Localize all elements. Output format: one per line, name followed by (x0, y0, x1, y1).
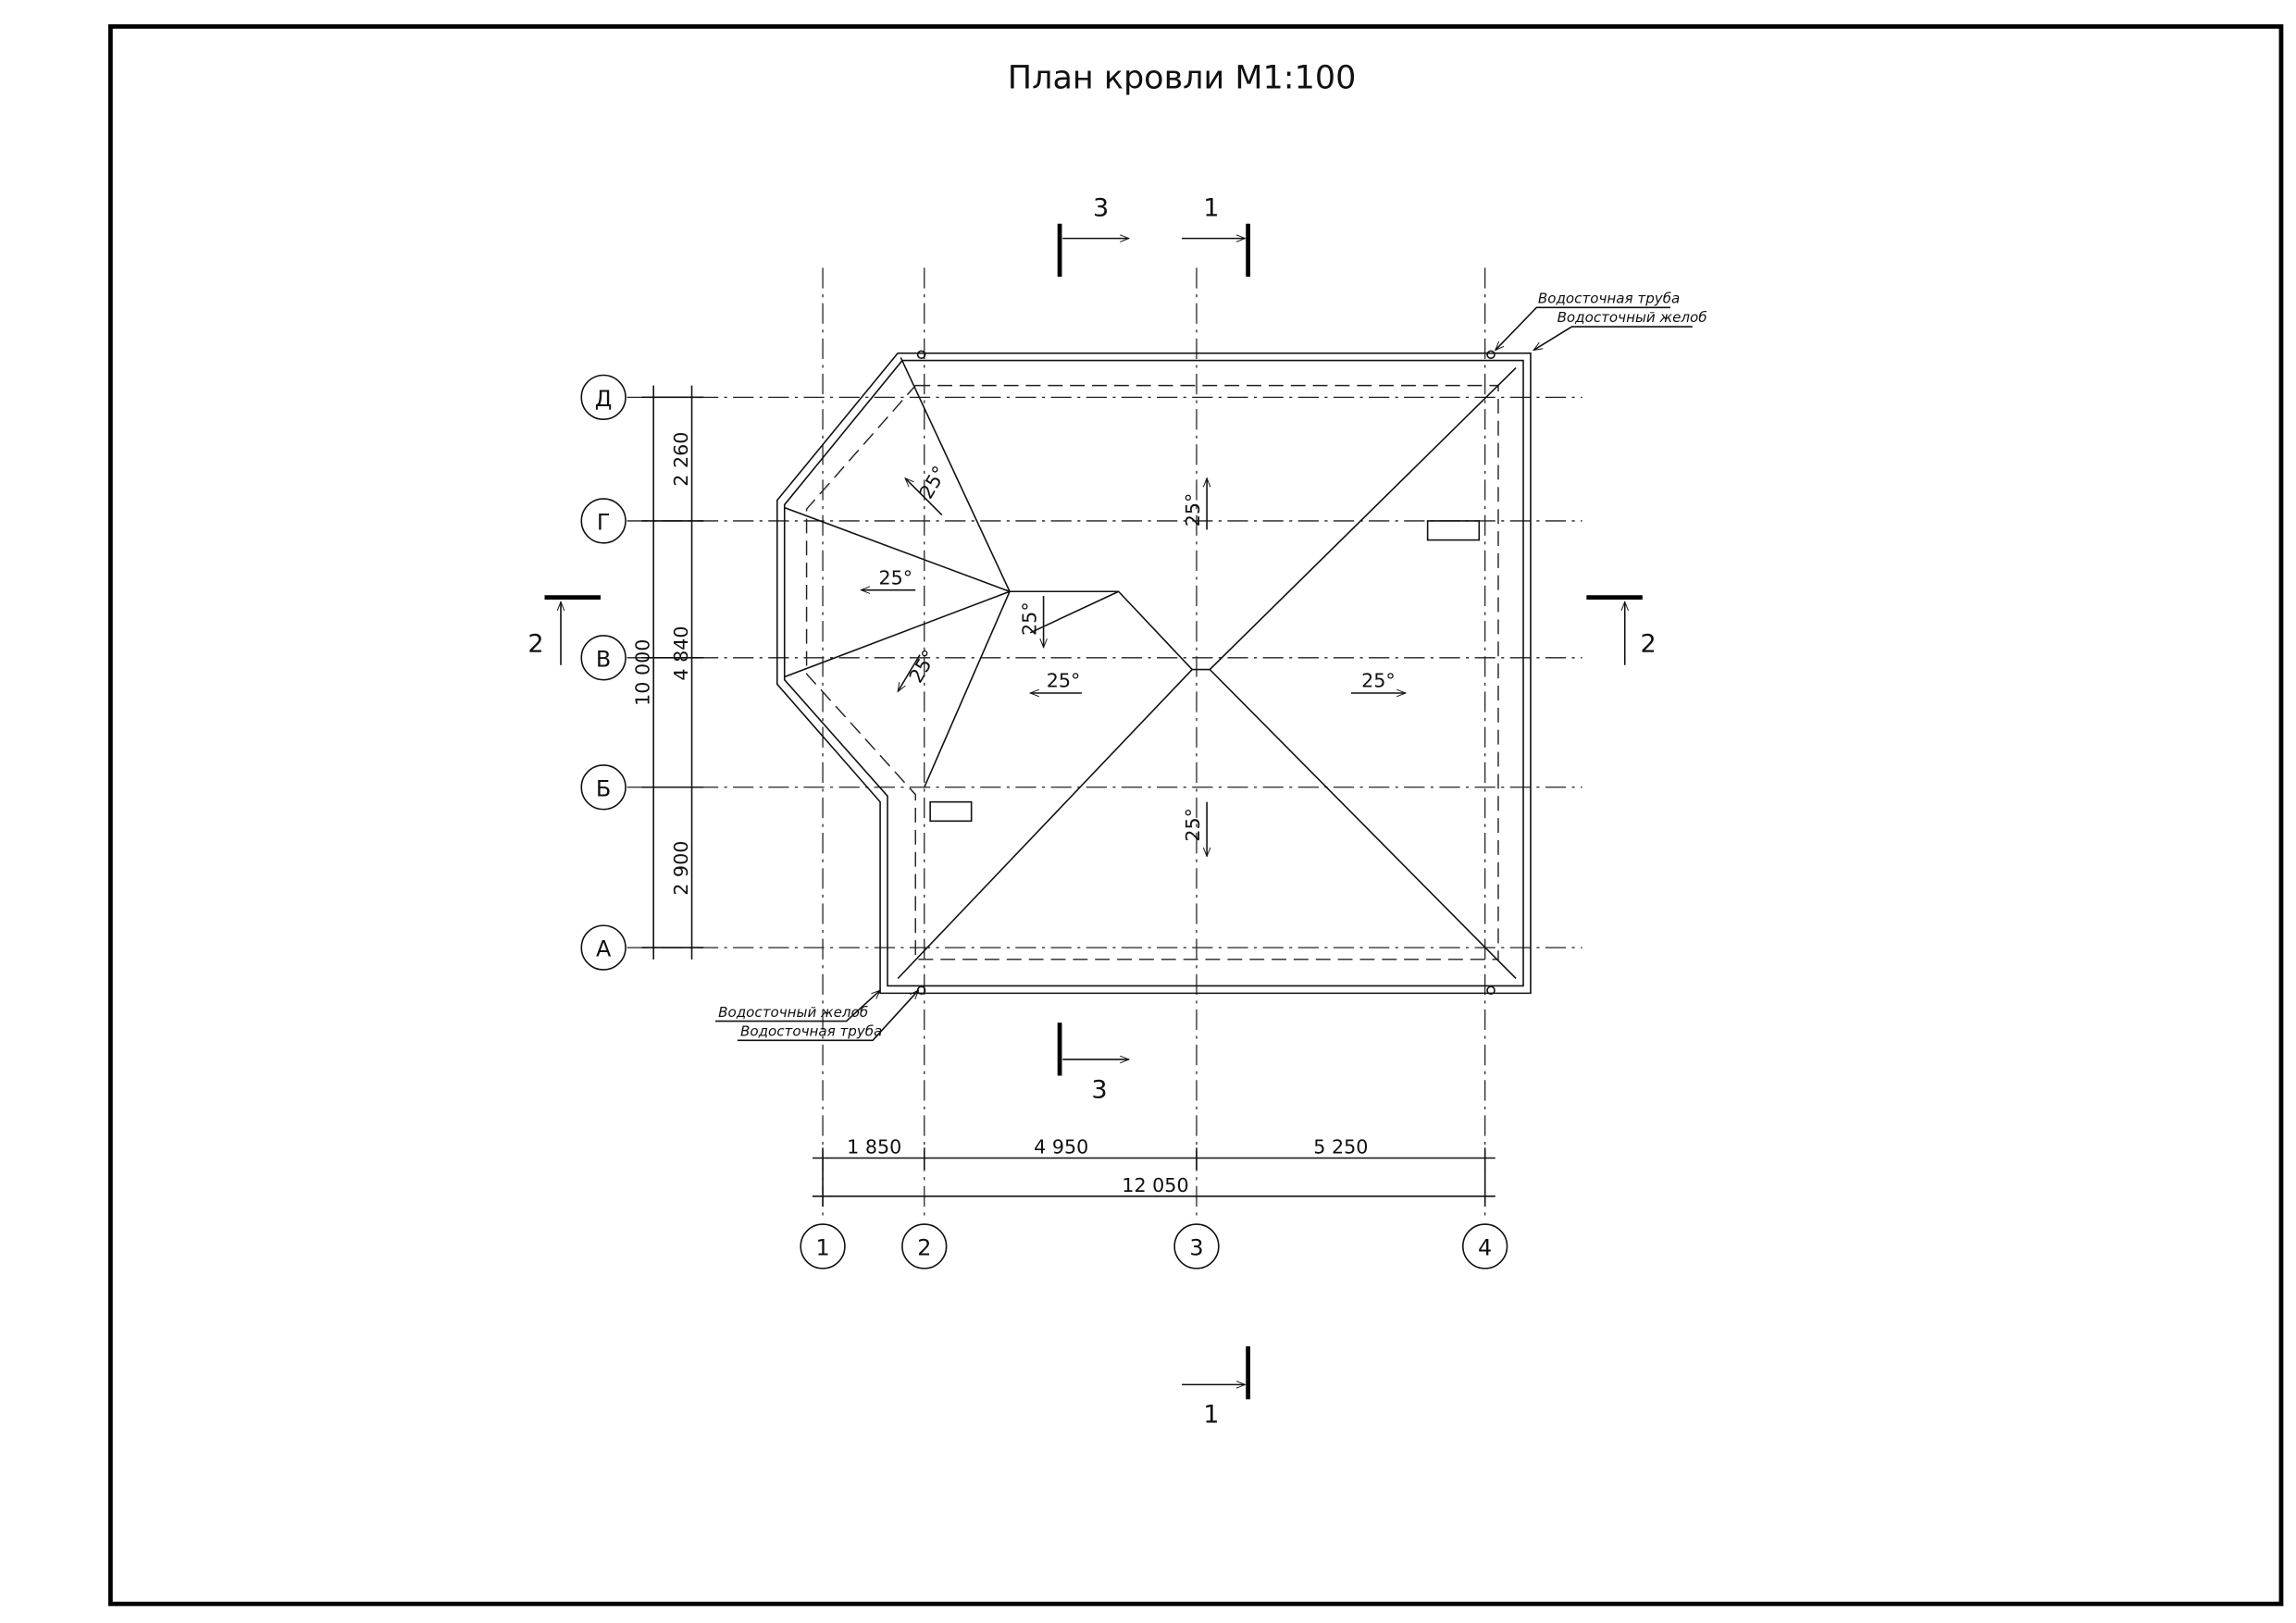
svg-text:Д: Д (595, 386, 613, 412)
slope-label: 25° (915, 462, 951, 502)
downpipe-icon (1486, 985, 1496, 995)
slope-label: 25° (1361, 670, 1396, 692)
svg-text:Водосточная труба: Водосточная труба (740, 1023, 882, 1040)
svg-text:1: 1 (1203, 194, 1219, 223)
svg-text:4 840: 4 840 (670, 626, 692, 680)
svg-text:3: 3 (1091, 1075, 1107, 1104)
axis-markers: Д Г В Б А 1 2 3 4 (580, 374, 1508, 1270)
slope-label: 25° (1182, 493, 1204, 527)
skylight (929, 800, 973, 823)
svg-text:1: 1 (815, 1234, 829, 1260)
svg-text:12 050: 12 050 (1122, 1174, 1188, 1196)
svg-text:2 900: 2 900 (670, 841, 692, 896)
svg-text:Б: Б (596, 775, 611, 801)
svg-text:5 250: 5 250 (1313, 1136, 1368, 1158)
svg-text:Водосточный желоб: Водосточный желоб (718, 1004, 868, 1021)
downpipe-icon (1486, 350, 1496, 360)
dimensions-left: 2 260 4 840 2 900 10 000 (631, 385, 704, 960)
slope-label: 25° (878, 566, 912, 588)
sheet-frame (108, 24, 2284, 1606)
downpipe-icon (916, 350, 926, 360)
drawing-title: План кровли М1:100 (1008, 59, 1357, 96)
slope-label: 25° (1182, 808, 1204, 842)
svg-text:2: 2 (1641, 629, 1657, 658)
section-marks: 3 1 2 2 3 1 (527, 194, 1656, 1430)
svg-text:2: 2 (917, 1234, 931, 1260)
svg-text:2 260: 2 260 (670, 432, 692, 487)
svg-text:Водосточный желоб: Водосточный желоб (1558, 309, 1707, 326)
svg-text:4 950: 4 950 (1034, 1136, 1088, 1158)
svg-text:1 850: 1 850 (847, 1136, 901, 1158)
svg-text:А: А (596, 936, 612, 962)
svg-text:В: В (596, 646, 611, 672)
svg-text:Г: Г (597, 509, 611, 535)
roof-ridges (784, 357, 1517, 980)
grid-axes (627, 267, 1582, 1221)
svg-text:10 000: 10 000 (631, 639, 653, 706)
svg-text:3: 3 (1189, 1234, 1203, 1260)
svg-text:2: 2 (527, 629, 543, 658)
svg-text:Водосточная труба: Водосточная труба (1538, 291, 1680, 307)
svg-text:4: 4 (1478, 1234, 1492, 1260)
slope-label: 25° (1047, 670, 1081, 692)
slope-label: 25° (905, 646, 941, 687)
skylight (1426, 520, 1481, 541)
svg-text:3: 3 (1093, 194, 1109, 223)
dimensions-bottom: 1 850 4 950 5 250 12 050 (812, 1136, 1496, 1207)
leaders: Водосточная труба Водосточный желоб Водо… (714, 291, 1707, 1042)
roof-outline (776, 352, 1532, 995)
svg-text:1: 1 (1203, 1401, 1219, 1430)
slope-label: 25° (1019, 601, 1041, 636)
